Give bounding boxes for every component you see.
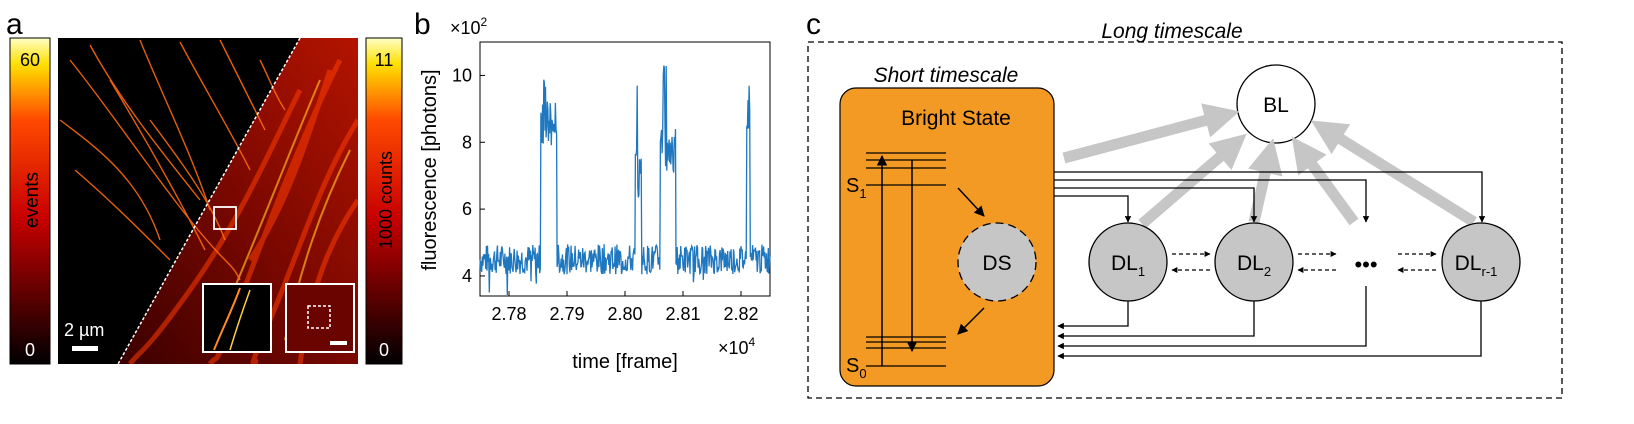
x-tick-label: 2.78	[491, 304, 526, 324]
x-tick-label: 2.82	[723, 304, 758, 324]
right-colorbar-max: 11	[375, 50, 394, 70]
energy-levels-s0	[866, 336, 946, 367]
ellipsis: •••	[1354, 252, 1377, 277]
dl-1-node: DL1	[1088, 222, 1168, 302]
split-divider	[117, 38, 301, 364]
right-colorbar	[365, 37, 403, 365]
panel-b-chart: 2.78 2.79 2.80 2.81 2.82 4 6 8 10 ×102 ×104 fluo…	[419, 15, 771, 373]
return-arrows	[1057, 286, 1482, 360]
y-tick-label: 8	[462, 132, 472, 152]
from-dark-state-arrow	[957, 307, 985, 335]
dl-2-label: DL2	[1237, 252, 1271, 279]
left-colorbar-max: 60	[20, 50, 40, 70]
left-colorbar-min: 0	[25, 340, 35, 360]
long-timescale-label: Long timescale	[1101, 20, 1242, 43]
panel-label-c: c	[806, 8, 821, 41]
right-colorbar-min: 0	[379, 340, 389, 360]
ds-label: DS	[982, 252, 1011, 275]
s1-label: S1	[846, 175, 867, 201]
microscopy-image: 2 µm	[58, 38, 358, 364]
widefield-region	[118, 38, 358, 364]
x-axis-label: time [frame]	[572, 351, 678, 373]
inset-scalebar	[330, 341, 347, 345]
panel-label-b: b	[414, 8, 431, 41]
axis-ticks: 2.78 2.79 2.80 2.81 2.82 4 6 8 10	[452, 65, 759, 324]
scalebar-label: 2 µm	[64, 320, 104, 340]
bright-state-box	[839, 87, 1055, 387]
dl-r-1-node: DLr-1	[1441, 222, 1521, 302]
right-colorbar-label: 1000 counts	[376, 151, 396, 249]
y-tick-label: 4	[462, 266, 472, 286]
bl-label: BL	[1263, 94, 1289, 117]
bleaching-arrows	[1062, 103, 1477, 229]
x-tick-label: 2.80	[607, 304, 642, 324]
y-tick-label: 6	[462, 199, 472, 219]
left-colorbar-label: events	[22, 172, 43, 228]
inset-left	[202, 283, 272, 353]
dl-r-1-label: DLr-1	[1455, 252, 1498, 279]
s0-label: S0	[846, 355, 867, 381]
ds-node	[957, 222, 1037, 302]
long-timescale-box	[807, 41, 1563, 399]
bright-state-label: Bright State	[901, 107, 1011, 130]
left-colorbar	[9, 37, 51, 365]
scalebar	[72, 346, 98, 351]
y-axis-multiplier: ×102	[450, 15, 488, 38]
zoom-roi-box	[213, 206, 237, 230]
panel-label-a: a	[6, 8, 23, 41]
inset-right	[285, 283, 355, 353]
dl-2-node: DL2	[1214, 222, 1294, 302]
x-axis-multiplier: ×104	[718, 335, 756, 358]
y-axis-label: fluorescence [photons]	[419, 69, 441, 270]
to-dark-level-arrows	[1054, 171, 1486, 223]
x-tick-label: 2.79	[549, 304, 584, 324]
short-timescale-label: Short timescale	[874, 64, 1019, 87]
to-dark-state-arrow	[957, 187, 985, 217]
y-tick-label: 10	[452, 65, 472, 85]
inter-dark-state-arrows	[1171, 251, 1437, 273]
fluorescence-trace	[479, 65, 771, 296]
dl-1-label: DL1	[1111, 252, 1145, 279]
x-tick-label: 2.81	[665, 304, 700, 324]
panel-c-diagram: Long timescale Short timescale Bright St…	[807, 20, 1563, 399]
panel-a: 60 0 events	[9, 37, 403, 365]
